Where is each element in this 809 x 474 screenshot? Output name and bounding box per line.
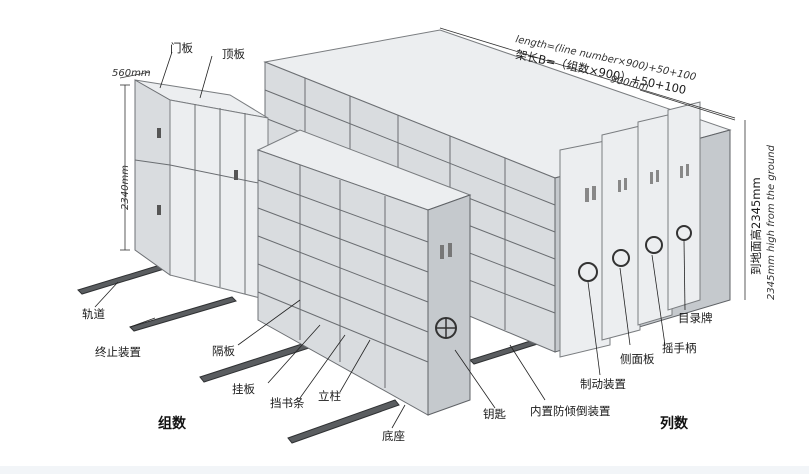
side-panel-4 — [667, 101, 701, 311]
label-anti-tilt: 内置防倾倒装置 — [530, 404, 611, 418]
handle-wheel-icon — [645, 236, 663, 254]
label-height-left: 2340mm — [120, 165, 131, 210]
leader-lines — [94, 51, 686, 429]
side-panel-3 — [637, 113, 673, 326]
label-column-count: 列数 — [660, 415, 689, 432]
handle-wheel-icon — [578, 262, 598, 282]
label-top-panel: 顶板 — [222, 47, 245, 61]
label-depth: 560mm — [112, 68, 151, 79]
side-panel-1 — [559, 139, 611, 358]
side-panels-right — [559, 101, 701, 358]
label-handle: 摇手柄 — [662, 341, 697, 355]
label-end-device: 终止装置 — [95, 345, 141, 359]
label-column: 立柱 — [318, 389, 341, 403]
label-book-stop: 挡书条 — [270, 396, 305, 410]
rail-2 — [129, 296, 237, 332]
label-door: 门板 — [170, 41, 193, 55]
label-brake: 制动装置 — [580, 377, 626, 391]
label-key: 钥匙 — [483, 407, 506, 421]
label-hanging-board: 挂板 — [232, 382, 255, 396]
side-panel-2 — [601, 125, 641, 341]
dimension-lines — [119, 27, 746, 300]
handle-wheel-icon — [612, 249, 630, 267]
label-base: 底座 — [382, 429, 405, 443]
label-height-right-en: 2345mm high from the ground — [766, 144, 777, 300]
closed-cabinets-left — [134, 79, 269, 301]
label-partition: 隔板 — [212, 344, 235, 358]
label-side-panel: 侧面板 — [620, 352, 655, 366]
floor-rails — [77, 261, 545, 444]
bottom-strip — [0, 466, 809, 474]
label-catalog-card: 目录牌 — [678, 311, 713, 325]
front-open-shelving — [256, 129, 472, 416]
label-group-count: 组数 — [158, 415, 187, 432]
label-height-right-cn: 到地面高2345mm — [749, 177, 763, 275]
rail-4 — [287, 399, 400, 444]
label-track: 轨道 — [82, 307, 105, 321]
